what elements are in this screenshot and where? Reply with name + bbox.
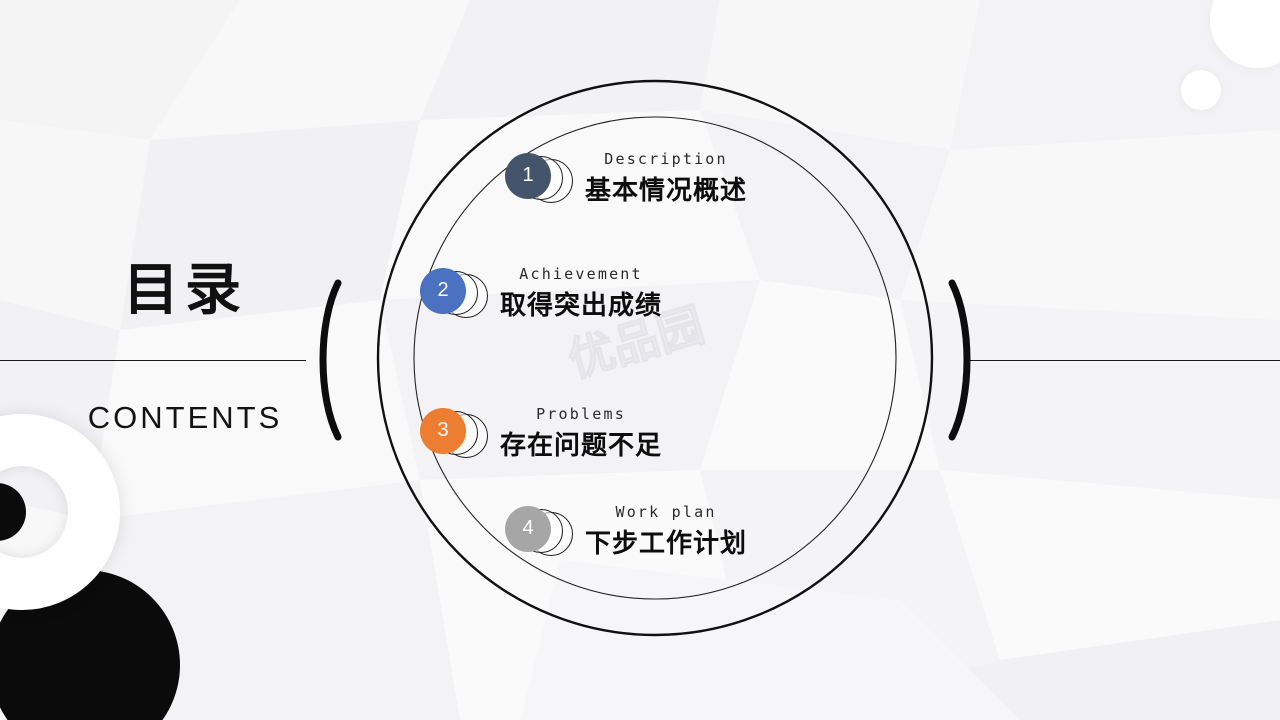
- item-texts: Work plan 下步工作计划: [585, 503, 747, 560]
- divider-line-left: [0, 360, 306, 361]
- title-block: 目录: [60, 258, 310, 323]
- divider-line-right: [970, 360, 1280, 361]
- item-label-cn: 取得突出成绩: [500, 291, 663, 321]
- item-texts: Achievement 取得突出成绩: [500, 265, 662, 322]
- badge-group: 2: [420, 267, 494, 320]
- item-label-en: Work plan: [615, 503, 717, 521]
- item-label-cn: 下步工作计划: [585, 529, 748, 559]
- page-title-cn: 目录: [123, 258, 247, 323]
- badge-number: 4: [505, 505, 551, 552]
- right-bracket-icon: [948, 279, 971, 441]
- list-item[interactable]: 2 Achievement 取得突出成绩: [420, 265, 662, 322]
- badge-group: 1: [505, 152, 579, 205]
- list-item[interactable]: 3 Problems 存在问题不足: [420, 405, 662, 462]
- subtitle-block: CONTENTS: [60, 370, 310, 436]
- item-label-cn: 存在问题不足: [500, 431, 663, 461]
- badge-group: 3: [420, 407, 494, 460]
- badge-number: 1: [505, 152, 551, 199]
- list-item[interactable]: 1 Description 基本情况概述: [505, 150, 747, 207]
- item-label-en: Problems: [536, 405, 626, 423]
- item-texts: Problems 存在问题不足: [500, 405, 662, 462]
- left-bracket-icon: [319, 279, 342, 441]
- list-item[interactable]: 4 Work plan 下步工作计划: [505, 503, 747, 560]
- item-label-en: Achievement: [519, 265, 643, 283]
- badge-number: 2: [420, 267, 466, 314]
- item-label-en: Description: [604, 150, 728, 168]
- item-label-cn: 基本情况概述: [585, 176, 748, 206]
- badge-number: 3: [420, 407, 466, 454]
- page-title-en: CONTENTS: [87, 400, 283, 435]
- decor-circle-top-right-small: [1181, 70, 1221, 110]
- item-texts: Description 基本情况概述: [585, 150, 747, 207]
- badge-group: 4: [505, 505, 579, 558]
